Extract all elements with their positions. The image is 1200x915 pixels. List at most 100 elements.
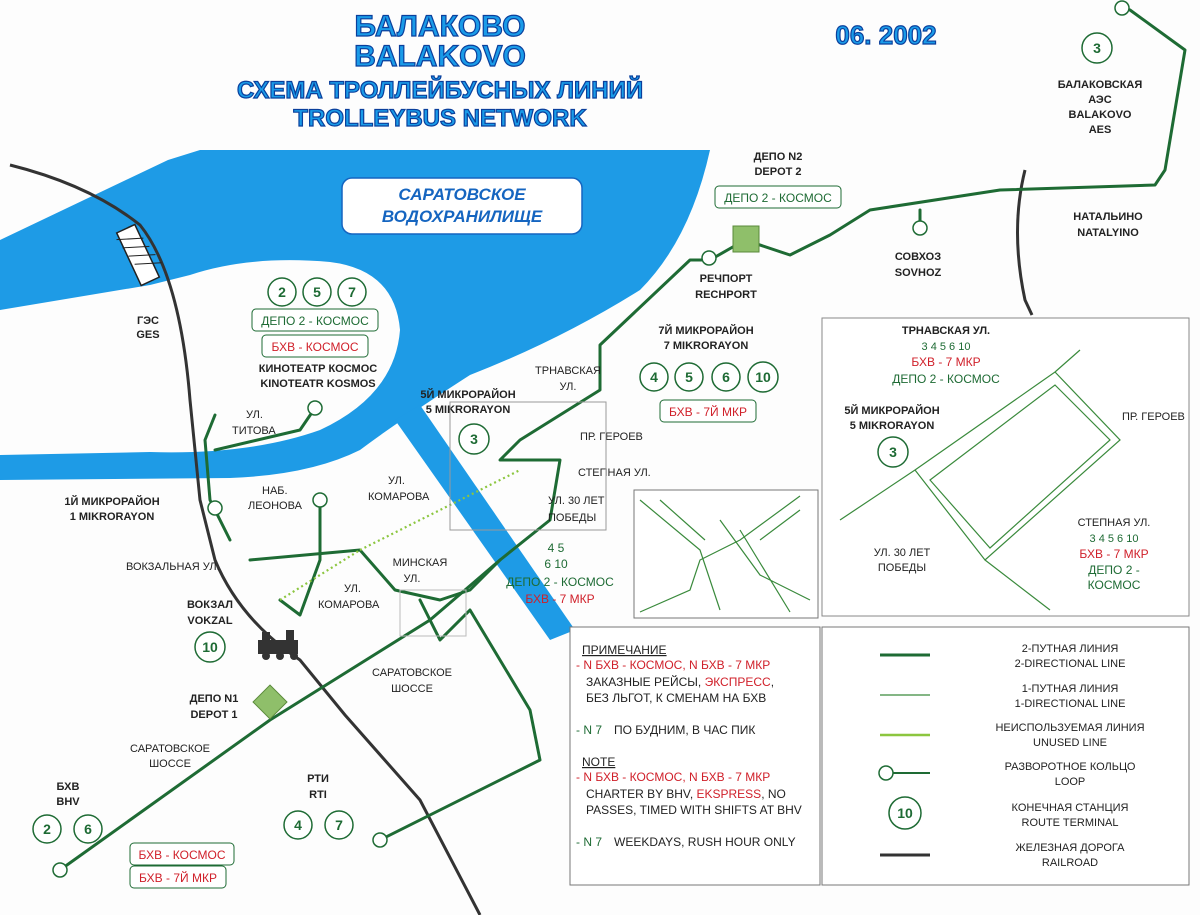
legend-0-en: 2-DIRECTIONAL LINE — [1015, 658, 1126, 670]
rti-ru: РТИ — [307, 773, 329, 785]
tag-bhv-kosmos-box — [129, 842, 235, 866]
depot-2-icon — [732, 225, 760, 253]
inset-step-depot-2: КОСМОС — [1088, 578, 1141, 592]
notes-en-l3: PASSES, TIMED WITH SHIFTS AT BHV — [586, 803, 802, 817]
notes-ru-l1: - N БХВ - КОСМОС, N БХВ - 7 МКР — [576, 658, 770, 672]
tag-kosmos-depot-box — [251, 308, 379, 332]
inset-step-routes: 3 4 5 6 10 — [1090, 533, 1139, 545]
notes-ru-n7-text: ПО БУДНИМ, В ЧАС ПИК — [614, 723, 755, 737]
notes-ru-n7-num: - N 7 — [576, 723, 602, 737]
reservoir-label-box — [341, 177, 583, 235]
komarova-b1: УЛ. — [344, 583, 361, 595]
mkr5-en: 5 MIKRORAYON — [426, 404, 511, 416]
place-labels: ГЭС GES КИНОТЕАТР КОСМОС KINOTEATR KOSMO… — [56, 79, 1143, 808]
vokzal-en: VOKZAL — [187, 615, 233, 627]
vokzal-route: 10 — [202, 639, 218, 655]
legend-1-ru: 1-ПУТНАЯ ЛИНИЯ — [1022, 683, 1119, 695]
date: 06. 2002 — [835, 20, 936, 50]
loop-rechport — [701, 250, 717, 266]
titova-2: ТИТОВА — [232, 425, 276, 437]
nab-2: ЛЕОНОВА — [248, 500, 303, 512]
inset-mkr5-en: 5 MIKRORAYON — [850, 420, 935, 432]
inset-stepnaya: СТЕПНАЯ УЛ. — [1078, 517, 1151, 529]
tag-kosmos-depot: ДЕПО 2 - КОСМОС — [261, 314, 369, 328]
mkr5-ru: 5Й МИКРОРАЙОН — [420, 388, 515, 401]
inset-step-bhv: БХВ - 7 МКР — [1079, 547, 1148, 561]
depot1-en: DEPOT 1 — [190, 709, 237, 721]
minsk-routes-top: 4 5 — [548, 541, 565, 555]
komarova-a2: КОМАРОВА — [368, 491, 430, 503]
tag-mkr7-bhv: БХВ - 7Й МКР — [669, 404, 747, 419]
mkr7-route-1: 4 — [650, 369, 658, 385]
kino-en: KINOTEATR KOSMOS — [260, 378, 375, 390]
reservoir-name-2: ВОДОХРАНИЛИЩЕ — [382, 207, 543, 226]
mkr7-route-2: 5 — [685, 369, 693, 385]
saratov-sh-a1: САРАТОВСКОЕ — [130, 743, 210, 755]
minsk-bhv7: БХВ - 7 МКР — [525, 592, 594, 606]
rechport-ru: РЕЧПОРТ — [700, 273, 753, 285]
minsk-inset-frame — [399, 589, 467, 637]
loop-aes — [1114, 0, 1130, 16]
inset-trnav-routes: 3 4 5 6 10 — [922, 341, 971, 353]
ges-en: GES — [136, 329, 159, 341]
legend-4-en: ROUTE TERMINAL — [1022, 817, 1119, 829]
let30-1: УЛ. 30 ЛЕТ — [548, 495, 605, 507]
bhv-route-2: 6 — [84, 821, 92, 837]
loop-rti — [372, 832, 388, 848]
rechport-en: RECHPORT — [695, 289, 757, 301]
loop-sovhoz — [912, 220, 928, 236]
vokzal-ru: ВОКЗАЛ — [187, 599, 233, 611]
mkr5-route: 3 — [470, 431, 478, 447]
legend-2-en: UNUSED LINE — [1033, 737, 1107, 749]
titova-1: УЛ. — [246, 409, 263, 421]
minskaya-2: УЛ. — [404, 573, 421, 585]
mkr5-detail-inset: ТРНАВСКАЯ УЛ. 3 4 5 6 10 БХВ - 7 МКР ДЕП… — [821, 317, 1190, 617]
kosmos-route-1: 2 — [278, 284, 286, 300]
mkr7-en: 7 MIKRORAYON — [664, 340, 749, 352]
tag-kosmos-bhv: БХВ - КОСМОС — [272, 340, 359, 354]
kosmos-route-2: 5 — [313, 284, 321, 300]
title-ru: БАЛАКОВО — [354, 10, 525, 43]
notes-ru-l3: БЕЗ ЛЬГОТ, К СМЕНАМ НА БХВ — [586, 691, 766, 705]
aes-4: AES — [1089, 124, 1112, 136]
mkr1-ru: 1Й МИКРОРАЙОН — [64, 495, 159, 508]
inset-trnav: ТРНАВСКАЯ УЛ. — [902, 325, 990, 337]
legend-3-en: LOOP — [1055, 776, 1086, 788]
notes-ru-l2: ЗАКАЗНЫЕ РЕЙСЫ, ЭКСПРЕСС, — [586, 674, 774, 689]
depot2-en: DEPOT 2 — [754, 166, 801, 178]
let30-2: ПОБЕДЫ — [548, 512, 596, 524]
inset-let30-2: ПОБЕДЫ — [878, 562, 926, 574]
sovhoz-ru: СОВХОЗ — [895, 251, 941, 263]
notes-en-head: NOTE — [582, 755, 615, 769]
mkr7-route-3: 6 — [722, 369, 730, 385]
rti-en: RTI — [309, 789, 327, 801]
inset-mkr5-num: 3 — [889, 444, 897, 460]
saratov-sh-b1: САРАТОВСКОЕ — [372, 667, 452, 679]
legend-4-num: 10 — [897, 805, 913, 821]
kino-ru: КИНОТЕАТР КОСМОС — [259, 363, 377, 375]
railroad — [9, 163, 1034, 915]
legend-1-en: 1-DIRECTIONAL LINE — [1015, 698, 1126, 710]
intersection-inset — [633, 489, 819, 619]
komarova-a1: УЛ. — [388, 475, 405, 487]
tag-mkr7-bhv-box — [659, 399, 757, 423]
legend-symbol-loop — [878, 765, 894, 781]
route-circles: 2 5 7 4 5 6 10 2 6 4 7 10 3 3 — [32, 32, 1113, 844]
tag-kosmos-bhv-box — [261, 334, 369, 358]
route-tags: ДЕПО 2 - КОСМОС ДЕПО 2 - КОСМОС БХВ - КО… — [129, 185, 842, 889]
tag-depot2-kosmos: ДЕПО 2 - КОСМОС — [724, 191, 832, 205]
saratov-sh-b2: ШОССЕ — [391, 683, 433, 695]
mkr5-inset-frame — [449, 401, 607, 531]
nab-1: НАБ. — [262, 485, 288, 497]
tag-bhv-kosmos: БХВ - КОСМОС — [139, 848, 226, 862]
notes-en-n7-num: - N 7 — [576, 835, 602, 849]
tag-depot2-box — [714, 185, 842, 209]
tag-bhv-7mkr-box — [129, 865, 227, 889]
minskaya-1: МИНСКАЯ — [393, 557, 448, 569]
inset-mkr5-ru: 5Й МИКРОРАЙОН — [844, 404, 939, 417]
loop-bhv — [52, 862, 68, 878]
depot2-ru: ДЕПО N2 — [754, 151, 803, 163]
trnav-2: УЛ. — [560, 381, 577, 393]
mkr1-en: 1 MIKRORAYON — [70, 511, 155, 523]
loop-leonova — [312, 492, 328, 508]
